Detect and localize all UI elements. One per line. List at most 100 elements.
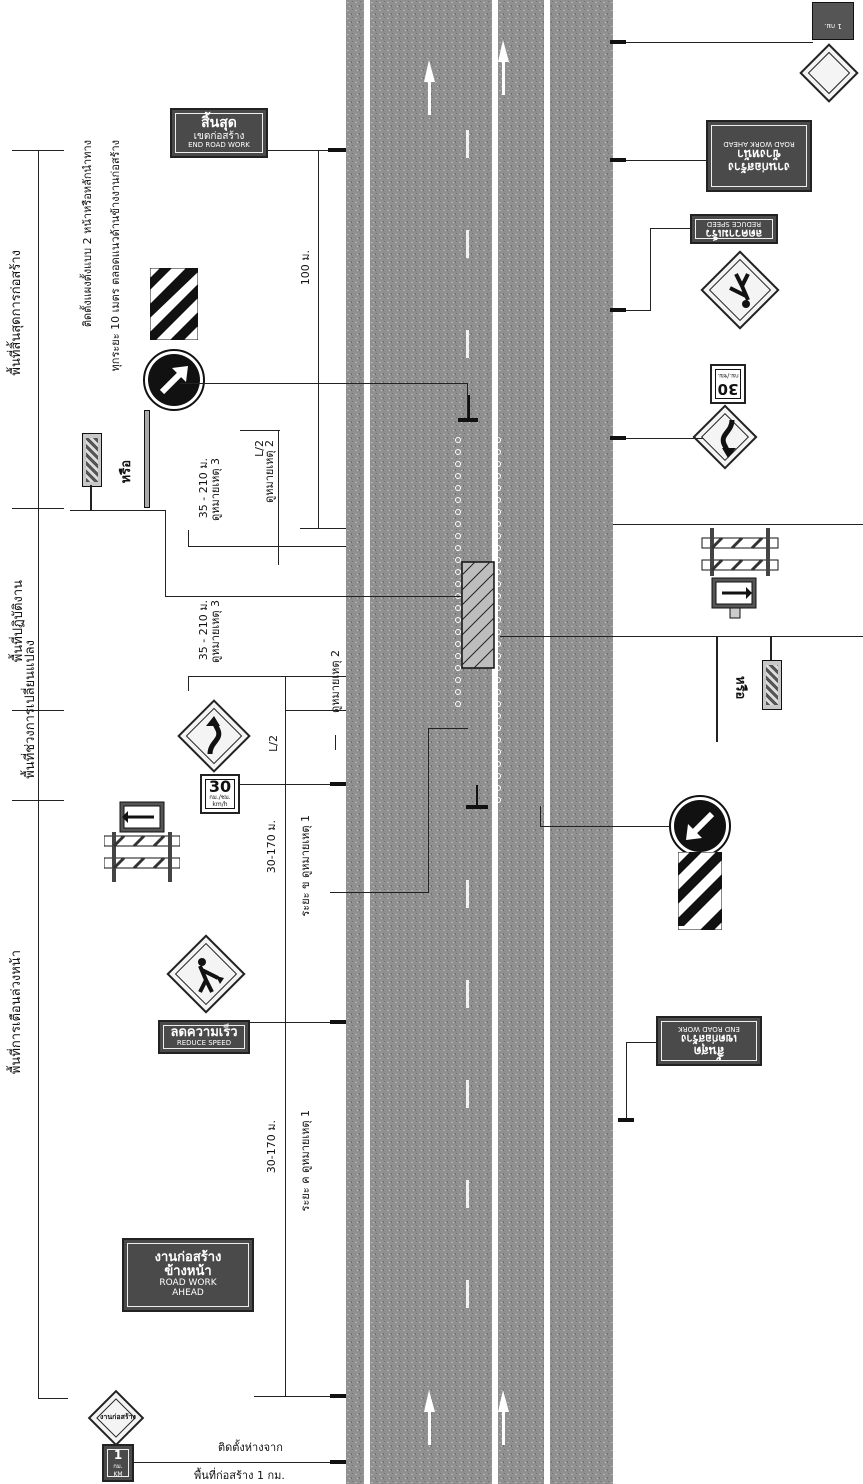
delineator-leader-h [165, 596, 461, 597]
dim-l2-mid: L/2 [267, 735, 280, 752]
rwa-en2: AHEAD [172, 1288, 204, 1299]
dim-l2-top-tick [240, 430, 280, 431]
opp-speed-plate: 30 กม./ชม. [710, 364, 746, 404]
opp-end-road-work-sign: สิ้นสุด เขตก่อสร้าง END ROAD WORK [656, 1016, 762, 1066]
end-sign-th2: เขตก่อสร้าง [193, 131, 245, 143]
edge-line-left [364, 0, 370, 1484]
cone-dots [455, 437, 501, 803]
work-leader-2 [428, 728, 468, 729]
reduce-speed-leader [250, 1022, 346, 1023]
dim-l2-top-line [278, 430, 279, 565]
opp-curve-leader [613, 438, 703, 439]
delineator-base [70, 510, 165, 511]
opp-curve-arrow-icon [720, 419, 736, 458]
hazard-marker-top [150, 268, 198, 340]
dim-main-line [285, 676, 286, 1396]
dim-note3-top: ดูหมายเหตุ 3 [209, 458, 222, 521]
dim-note2-mid: ดูหมายเหตุ 2 [329, 650, 342, 713]
delineator-leader-v [165, 510, 166, 596]
dim-100-end [300, 528, 346, 529]
worker-icon [198, 958, 224, 993]
dim-35-mid: 35 - 210 ม. [197, 600, 210, 661]
opp-end-post [618, 1118, 634, 1122]
rwa-th1: งานก่อสร้าง [154, 1249, 222, 1265]
rwa-en1: ROAD WORK [159, 1278, 217, 1289]
opp-road-work-ahead-sign: งานก่อสร้าง ข้างหน้า ROAD WORK AHEAD [706, 120, 812, 192]
km-unit-en: KM [113, 1470, 123, 1478]
speed-sign-leader [240, 784, 346, 785]
keep-left-leader [540, 826, 670, 827]
opp-slow-leader-v [650, 228, 651, 310]
speed-limit-plate: 30 กม./ชม. km/h [200, 774, 240, 814]
dim-100-line [318, 150, 319, 528]
end-sign-post [328, 148, 346, 152]
dim-35-top-tick [188, 530, 189, 547]
first-sign-post [330, 1460, 346, 1464]
first-diamond-label: งานก่อสร้าง [100, 1413, 136, 1421]
curve-arrow-icon [206, 716, 222, 755]
opp-km-text: 1 กม. [824, 22, 842, 30]
reduce-speed-en: REDUCE SPEED [176, 1039, 232, 1048]
opp-end-leader-v [626, 1042, 627, 1120]
edge-line-right [544, 0, 550, 1484]
keep-right-sign [143, 349, 205, 411]
zone-tick-2 [12, 508, 64, 509]
zone-tick-5 [38, 1398, 68, 1399]
zone-tick-1 [12, 150, 64, 151]
road-work-ahead-sign: งานก่อสร้าง ข้างหน้า ROAD WORK AHEAD [122, 1238, 254, 1312]
end-sign-th: สิ้นสุด [201, 114, 237, 131]
opp-top-post [610, 40, 626, 44]
one-km-plate: 1 กม. KM [102, 1444, 134, 1482]
zone-label-transition: พื้นที่ช่วงการเปลี่ยนแปลง [23, 640, 38, 779]
work-zone-hatch [461, 561, 495, 669]
dim-note1-b: ระยะ ค ดูหมายเหตุ 1 [299, 1110, 312, 1212]
keep-right-leader-v [467, 383, 468, 418]
first-sign-leader [134, 1462, 346, 1463]
zone-label-warning: พื้นที่การเตือนล่วงหน้า [9, 950, 24, 1075]
km-value: 1 [113, 1447, 123, 1462]
opp-end-en: END ROAD WORK [678, 1025, 740, 1034]
work-leader-1 [330, 892, 428, 893]
opp-speed-value: 30 [717, 380, 739, 399]
opp-rwa-th1: งานก่อสร้าง [728, 160, 790, 175]
opp-guide-post [716, 636, 718, 742]
or-label: หรือ [119, 460, 134, 484]
dim-30-b: 30-170 ม. [265, 1120, 278, 1174]
opp-curve-post [610, 436, 626, 440]
dim-35-mid-tick [188, 676, 189, 691]
opp-speed-unit: กม./ชม. [717, 372, 739, 380]
opp-rwa-th2: ข้างหน้า [737, 146, 781, 161]
opp-first-diamond [799, 43, 859, 103]
dim-30-a: 30-170 ม. [265, 820, 278, 874]
speed-unit: กม./ชม. [209, 794, 231, 802]
keep-right-leader [180, 383, 468, 384]
install-note-1: ติดตั้งห่างจาก [218, 1441, 283, 1454]
dim-note3-mid: ดูหมายเหตุ 3 [209, 600, 222, 663]
zone-tick-4 [12, 800, 64, 801]
barrier-note-1: ติดตั้งแผงตั้งแบบ 2 หน้าหรือหลักนำทาง [81, 140, 94, 328]
barrier-note-2: ทุกระยะ 10 เมตร ตลอดแนวด้านข้างงานก่อสร้… [109, 140, 122, 372]
opp-slow-leader-h [650, 228, 690, 229]
dim-100-label: 100 ม. [299, 250, 312, 286]
opp-slow-leader [613, 310, 651, 311]
speed-value: 30 [208, 777, 232, 797]
dim-note2-mid-tick [335, 735, 336, 750]
zone-ruler [38, 150, 39, 1398]
lane-arrows [424, 40, 509, 1445]
hazard-marker-bottom [678, 852, 722, 930]
reduce-speed-th: ลดความเร็ว [170, 1025, 238, 1040]
reduce-speed-post [330, 1020, 346, 1024]
dim-710 [285, 710, 346, 711]
opp-slow-post [610, 308, 626, 312]
work-zone [461, 561, 495, 669]
speed-sign-post [330, 782, 346, 786]
opp-km-plate: 1 กม. [812, 2, 854, 40]
end-sign-leader [268, 150, 346, 151]
opp-rwa-en: ROAD WORK AHEAD [723, 139, 795, 148]
opp-delineator-pole [770, 636, 772, 660]
guide-post [144, 410, 150, 508]
opp-zone-line-2 [500, 636, 863, 637]
zone-tick-3 [12, 710, 64, 711]
opp-barricade [701, 528, 779, 619]
opp-or-label: หรือ [732, 676, 748, 700]
